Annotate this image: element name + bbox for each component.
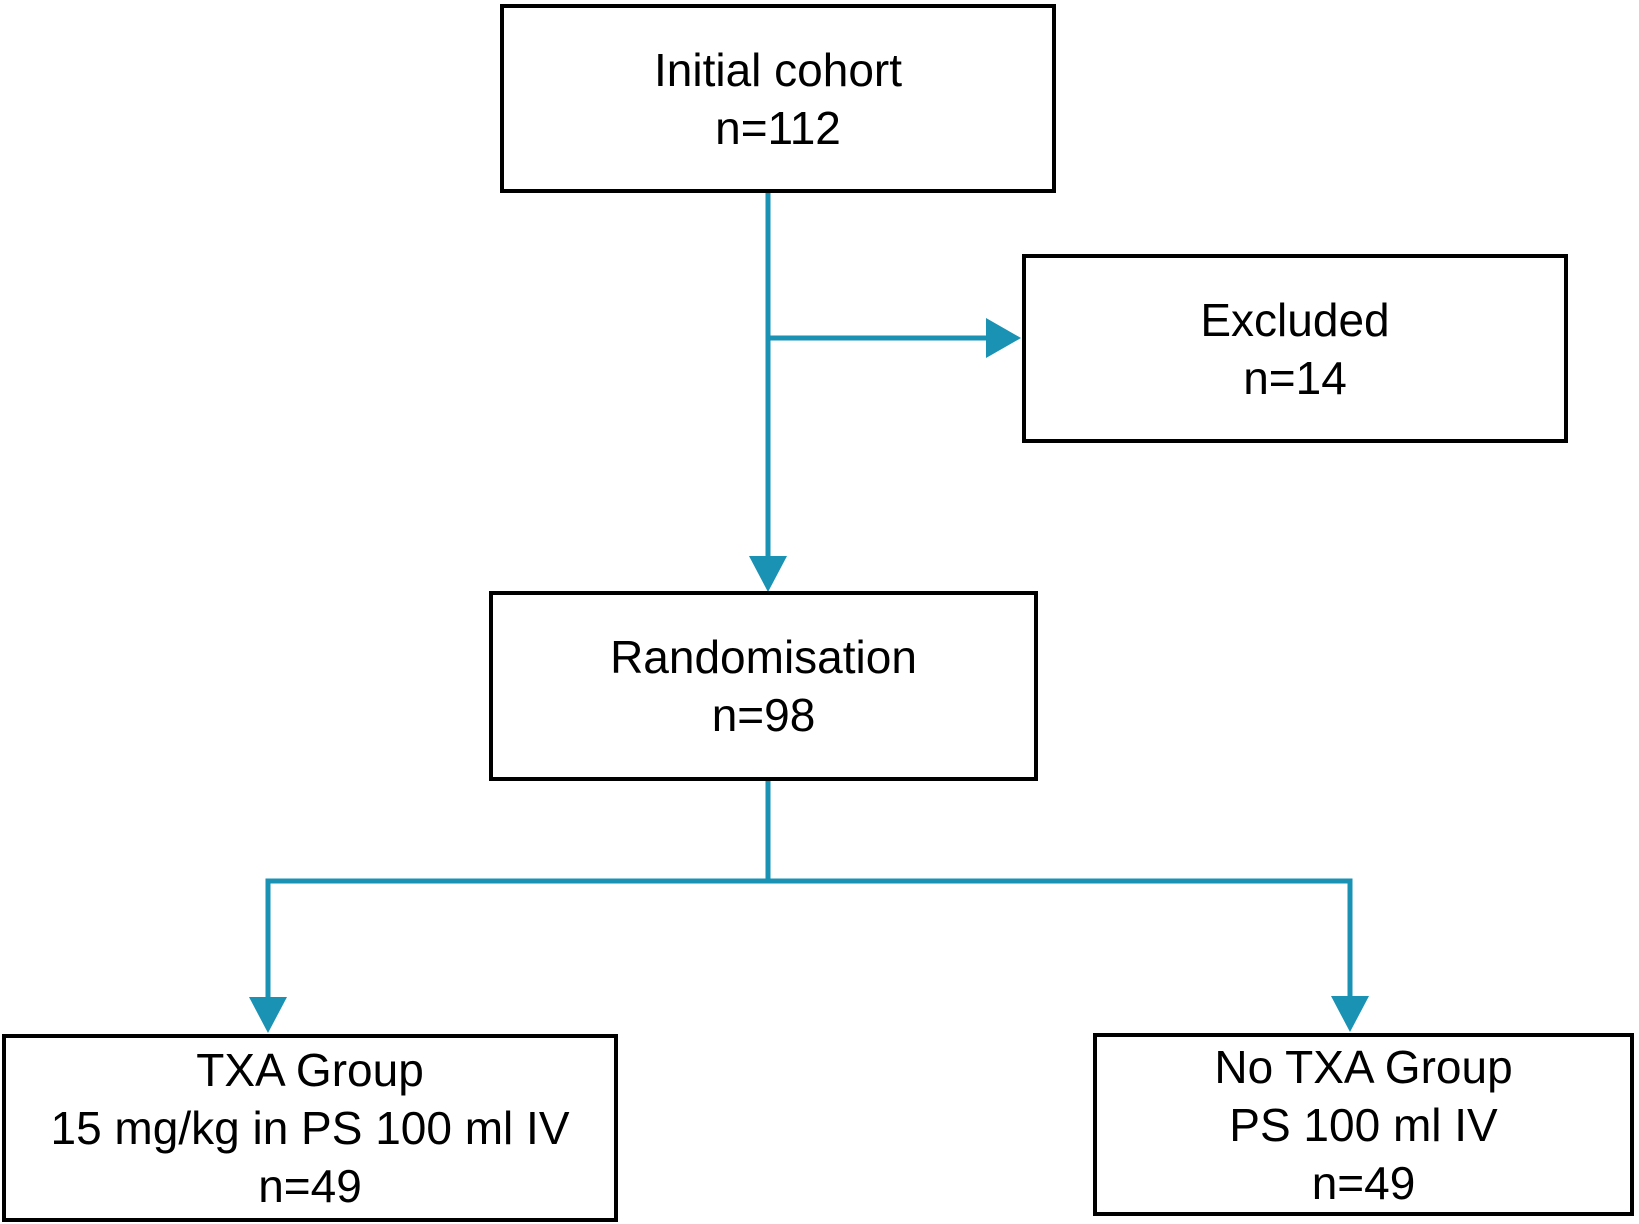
excluded-box: Excluded n=14	[1022, 254, 1568, 443]
randomisation-box: Randomisation n=98	[489, 591, 1038, 781]
txa-group-box: TXA Group 15 mg/kg in PS 100 ml IV n=49	[2, 1034, 618, 1222]
no-txa-group-count: n=49	[1311, 1156, 1416, 1209]
arrowhead-down-txa-icon	[249, 997, 287, 1033]
arrowhead-right-excluded-icon	[986, 318, 1021, 358]
excluded-count: n=14	[1243, 351, 1347, 404]
no-txa-group-dose: PS 100 ml IV	[1229, 1098, 1498, 1151]
randomisation-label: Randomisation	[610, 631, 917, 683]
no-txa-group-label: No TXA Group	[1214, 1040, 1513, 1093]
txa-group-dose: 15 mg/kg in PS 100 ml IV	[50, 1102, 570, 1154]
initial-cohort-label: Initial cohort	[653, 43, 902, 96]
initial-cohort-box: Initial cohort n=112	[500, 4, 1056, 193]
randomisation-count: n=98	[711, 689, 816, 741]
initial-cohort-count: n=112	[715, 101, 841, 154]
txa-group-label: TXA Group	[196, 1044, 424, 1096]
arrowhead-down-no-txa-icon	[1331, 996, 1369, 1032]
txa-group-count: n=49	[258, 1160, 362, 1212]
arrowhead-down-randomisation-icon	[749, 556, 787, 592]
excluded-label: Excluded	[1200, 293, 1390, 346]
no-txa-group-box: No TXA Group PS 100 ml IV n=49	[1093, 1033, 1634, 1216]
